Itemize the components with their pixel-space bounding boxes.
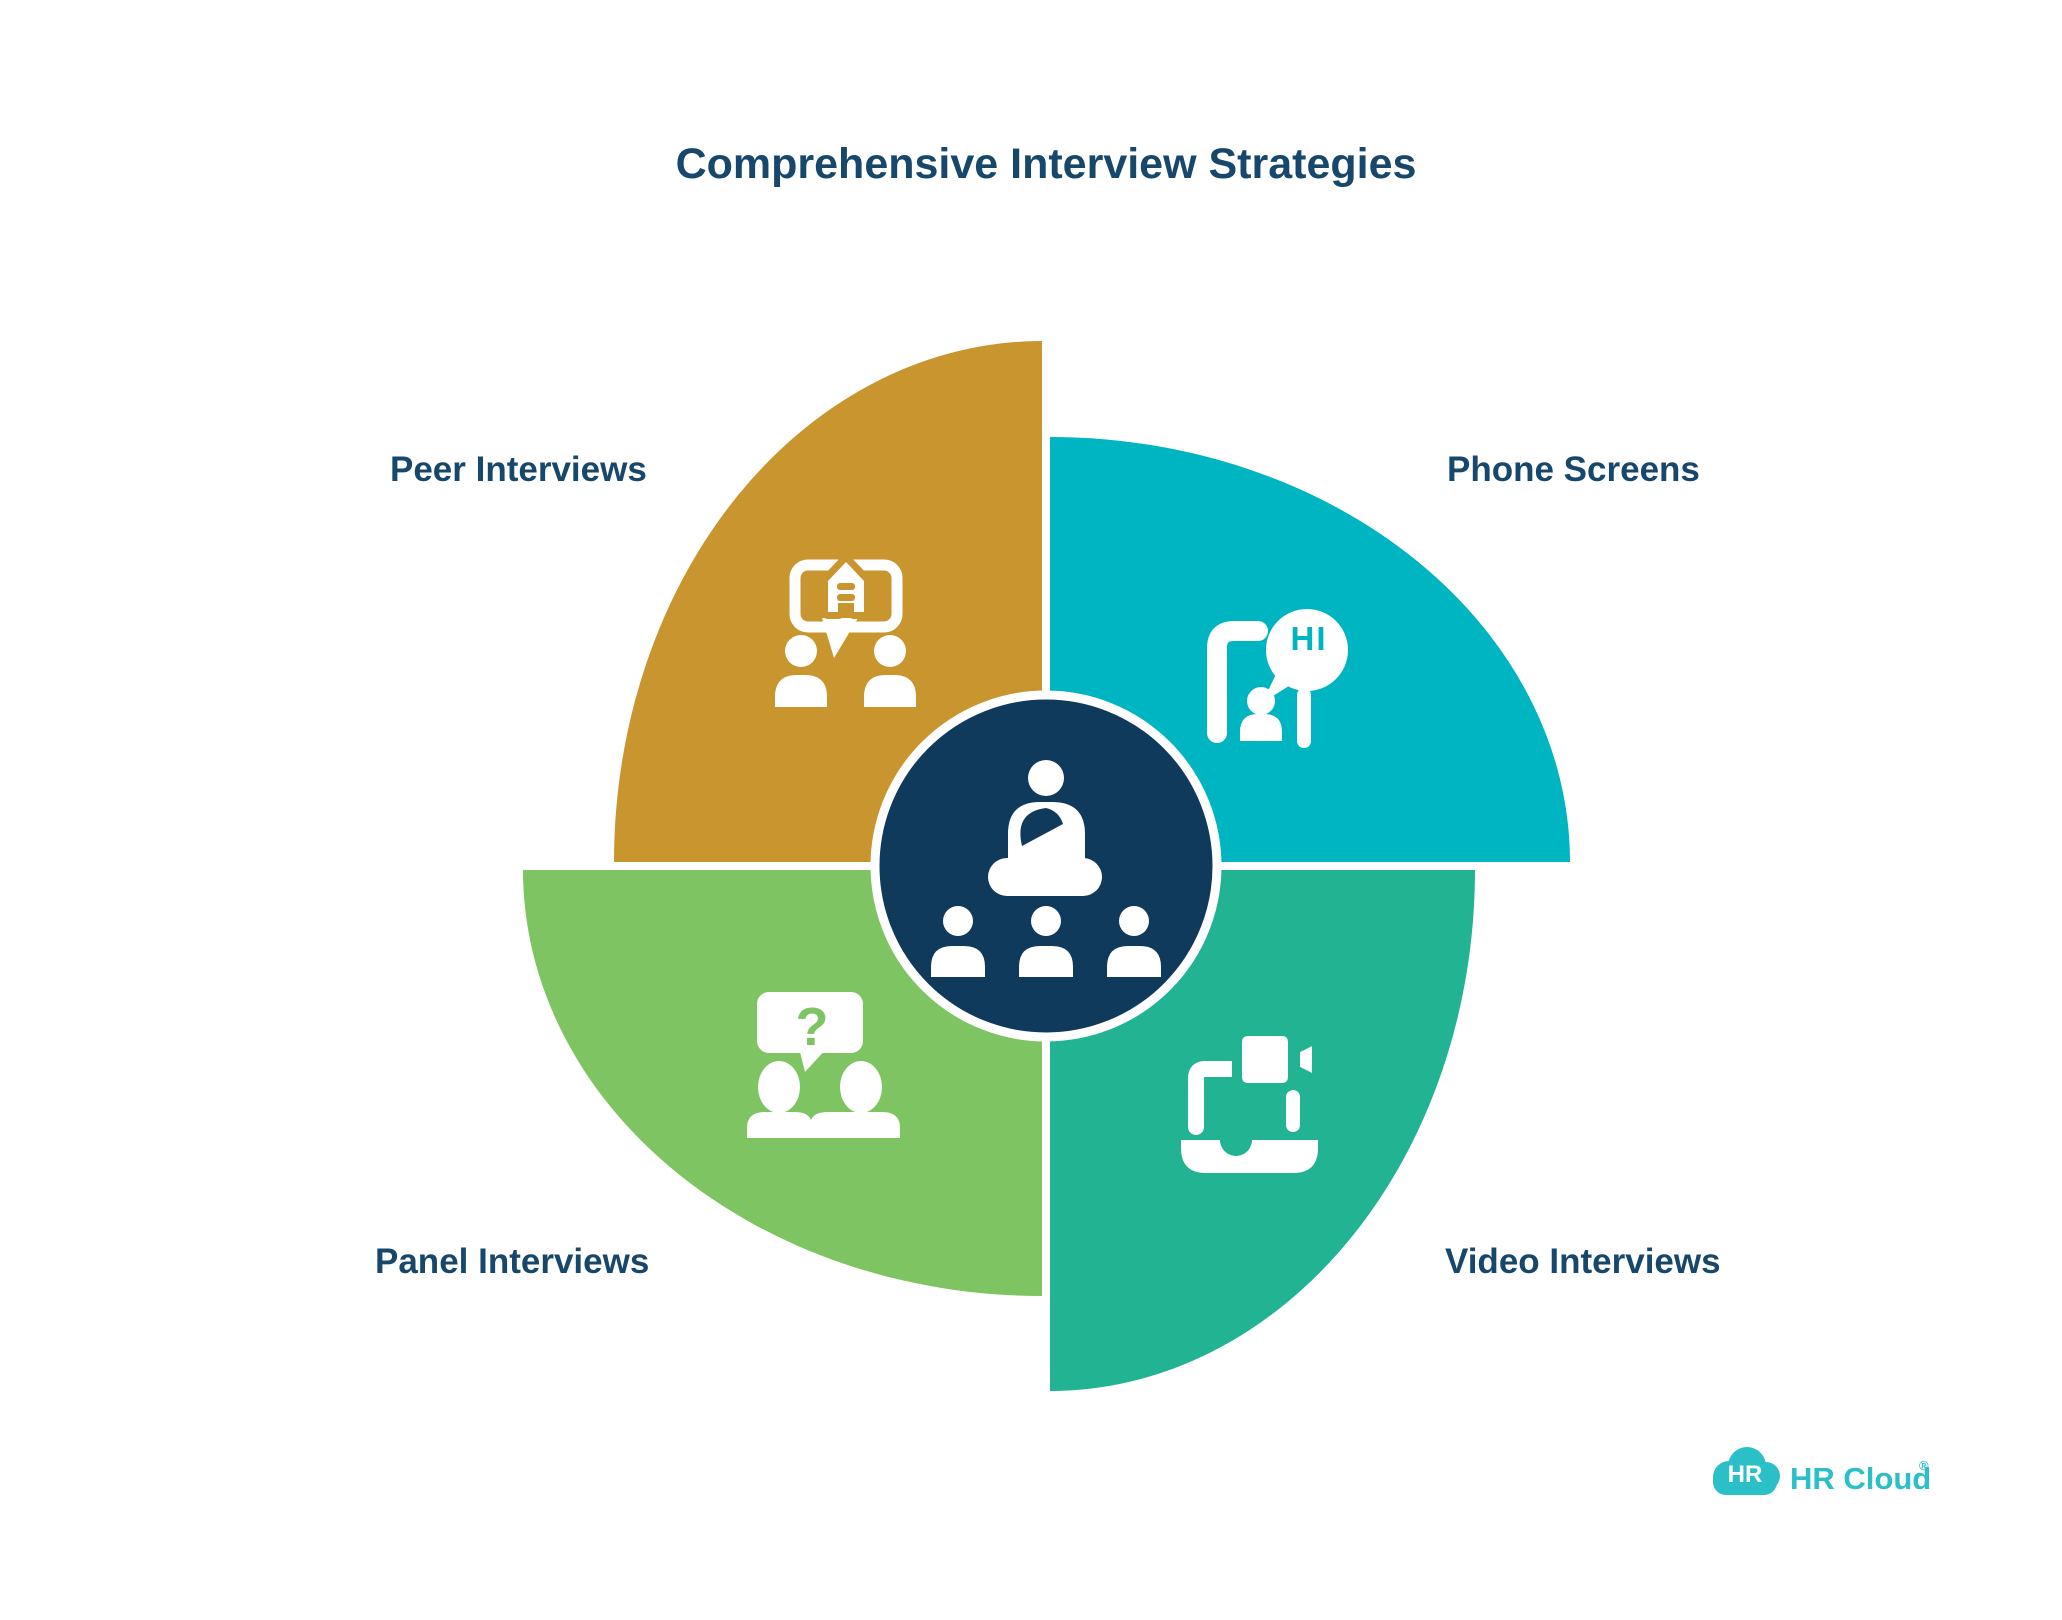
label-video-interviews: Video Interviews [1445,1242,1721,1281]
cloud-icon [1713,1447,1780,1495]
peer-discussion-icon [775,555,916,707]
hr-cloud-logo: HR HR Cloud ® [1713,1447,1931,1496]
logo-badge-text: HR [1728,1461,1763,1488]
center-hub [870,690,1222,1042]
page-title: Comprehensive Interview Strategies [675,140,1417,188]
registered-mark: ® [1919,1458,1929,1473]
panel-bubble-text: ? [796,997,829,1057]
label-phone-screens: Phone Screens [1447,450,1700,489]
logo-name: HR Cloud [1790,1461,1931,1496]
phone-bubble-text: HI [1291,620,1328,657]
label-peer-interviews: Peer Interviews [390,450,647,489]
label-panel-interviews: Panel Interviews [375,1242,650,1281]
panel-question-icon: ? [747,992,900,1138]
presenter-audience-icon [931,760,1161,977]
laptop-video-camera-icon [1181,1026,1322,1173]
phone-greeting-icon: HI [1207,609,1348,748]
